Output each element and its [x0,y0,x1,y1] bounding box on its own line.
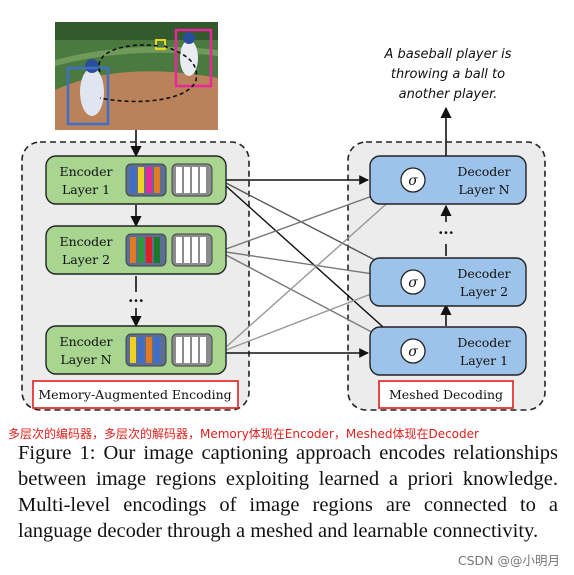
encoder-module-label: Memory-Augmented Encoding [32,380,239,409]
encoder-ellipsis: ··· [128,292,144,310]
svg-text:σ: σ [408,275,418,291]
watermark: CSDN @@小明月 [457,553,560,568]
figure-caption: Figure 1: Our image captioning approach … [18,442,558,542]
decoder-layer-2: σ Decoder Layer 2 [369,257,527,307]
decoder-module-label: Meshed Decoding [378,380,514,409]
memory-slots-colored [125,333,167,367]
input-image [55,22,218,130]
svg-text:Decoder: Decoder [457,164,510,179]
output-sentence-line-2: throwing a ball to [391,67,505,82]
decoder-ellipsis: ··· [438,224,454,242]
region-box-yellow [155,39,166,50]
ball-trajectory [98,44,159,73]
svg-text:Encoder: Encoder [59,334,112,349]
sigma-gate [400,338,426,364]
sigma-gate [400,167,426,193]
svg-text:Layer N: Layer N [60,352,111,367]
output-sentence-line-1: A baseball player is [384,47,512,62]
decoder-layer-n: σ Decoder Layer N [369,155,527,205]
svg-text:Decoder: Decoder [457,266,510,281]
architecture-diagram: A baseball player is throwing a ball to … [21,22,546,411]
decoder-layer-1: σ Decoder Layer 1 [369,326,527,376]
svg-text:Layer 2: Layer 2 [460,284,508,299]
encoder-layer-2: Encoder Layer 2 [45,225,227,275]
svg-text:Decoder: Decoder [457,335,510,350]
encoder-layer-n: Encoder Layer N [45,325,227,375]
svg-text:Memory-Augmented Encoding: Memory-Augmented Encoding [38,387,231,402]
svg-text:Meshed Decoding: Meshed Decoding [389,387,503,402]
svg-text:Layer 1: Layer 1 [62,182,110,197]
annotation-note: 多层次的编码器，多层次的解码器，Memory体现在Encoder，Meshed体… [8,427,479,441]
memory-slots-colored [125,163,167,197]
region-box-blue [66,66,110,126]
svg-text:σ: σ [408,344,418,360]
svg-text:Layer 1: Layer 1 [460,353,508,368]
encoder-layer-1: Encoder Layer 1 [45,155,227,205]
svg-text:Encoder: Encoder [59,164,112,179]
sigma-gate [400,269,426,295]
memory-slots-learned [171,333,213,367]
output-sentence-line-3: another player. [399,87,498,102]
svg-text:Layer N: Layer N [458,182,509,197]
svg-text:Layer 2: Layer 2 [62,252,110,267]
player-figure-right [180,40,198,76]
player-figure-left [80,68,104,116]
memory-slots-colored [125,233,167,267]
memory-slots-learned [171,163,213,197]
svg-text:Encoder: Encoder [59,234,112,249]
memory-slots-learned [171,233,213,267]
svg-text:σ: σ [408,173,418,189]
